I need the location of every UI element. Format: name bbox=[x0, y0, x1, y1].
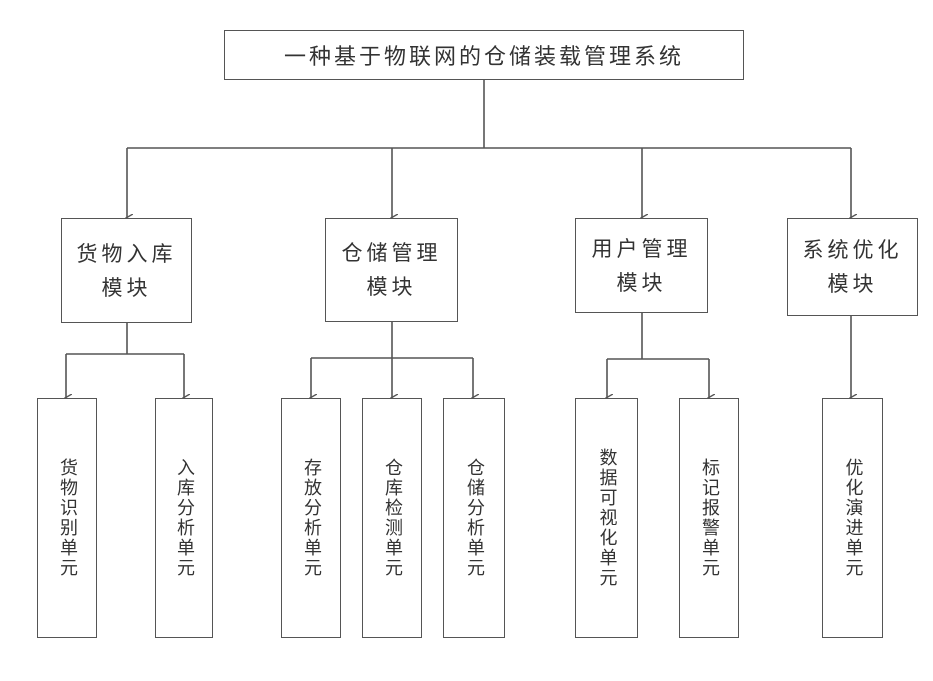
unit-box-goods-identification: 货物识别单元 bbox=[37, 398, 97, 638]
unit-box-warehouse-detection: 仓库检测单元 bbox=[362, 398, 422, 638]
module-label: 仓储管理 模块 bbox=[342, 236, 442, 304]
unit-label: 标记报警单元 bbox=[696, 458, 722, 578]
unit-box-storage-analysis: 仓储分析单元 bbox=[443, 398, 505, 638]
root-system-box: 一种基于物联网的仓储装载管理系统 bbox=[224, 30, 744, 80]
root-system-title: 一种基于物联网的仓储装载管理系统 bbox=[284, 39, 684, 71]
module-box-goods-inbound: 货物入库 模块 bbox=[61, 218, 192, 323]
unit-label: 入库分析单元 bbox=[171, 458, 197, 578]
unit-label: 仓储分析单元 bbox=[461, 458, 487, 578]
unit-label: 仓库检测单元 bbox=[379, 458, 405, 578]
unit-box-optimization-evolution: 优化演进单元 bbox=[822, 398, 883, 638]
module-box-user-management: 用户管理 模块 bbox=[575, 218, 708, 313]
unit-box-inbound-analysis: 入库分析单元 bbox=[155, 398, 213, 638]
unit-label: 优化演进单元 bbox=[840, 458, 866, 578]
module-box-storage-management: 仓储管理 模块 bbox=[325, 218, 458, 322]
module-label: 用户管理 模块 bbox=[592, 232, 692, 300]
unit-label: 存放分析单元 bbox=[298, 458, 324, 578]
unit-box-data-visualization: 数据可视化单元 bbox=[575, 398, 638, 638]
module-label: 系统优化 模块 bbox=[803, 233, 903, 301]
module-label: 货物入库 模块 bbox=[77, 237, 177, 305]
unit-box-placement-analysis: 存放分析单元 bbox=[281, 398, 341, 638]
unit-label: 货物识别单元 bbox=[54, 458, 80, 578]
unit-box-marking-alarm: 标记报警单元 bbox=[679, 398, 739, 638]
unit-label: 数据可视化单元 bbox=[594, 448, 620, 588]
module-box-system-optimization: 系统优化 模块 bbox=[787, 218, 918, 316]
